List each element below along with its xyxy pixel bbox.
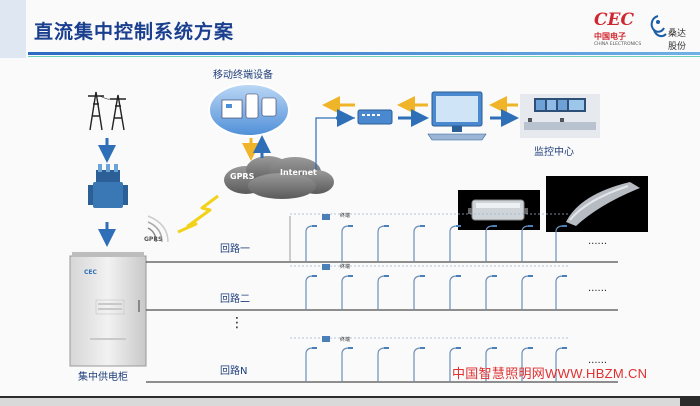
street-lamp-pole <box>377 347 386 382</box>
corner-accent <box>0 0 26 58</box>
mobile-terminal-icon <box>208 83 290 137</box>
street-lamp-head <box>492 275 497 277</box>
street-lamp-pole <box>305 225 314 262</box>
circuit-label-1: 回路一 <box>220 244 250 255</box>
circuit-label-n: 回路N <box>220 366 248 377</box>
street-lamp-head <box>528 347 533 349</box>
street-lamp-pole <box>449 275 458 310</box>
street-lamp-row <box>305 214 567 382</box>
terminal-device-icon <box>322 336 330 342</box>
page-title: 直流集中控制系统方案 <box>34 21 235 43</box>
power-tower-icon <box>88 91 126 131</box>
monitor-center-label: 监控中心 <box>534 147 574 158</box>
street-lamp-pole <box>377 275 386 310</box>
logo-brand-cn: 中国电子 <box>594 32 626 41</box>
street-lamp-head <box>348 347 353 349</box>
street-lamp-head <box>420 225 425 227</box>
power-cabinet: CEC <box>69 252 147 367</box>
gprs-cloud-label: GPRS <box>230 172 255 181</box>
street-lamp-pole <box>555 275 564 310</box>
terminal-device-icon <box>322 264 330 270</box>
street-lamp-head <box>384 347 389 349</box>
street-lamp-head <box>562 225 567 227</box>
row-dividers <box>290 213 570 339</box>
street-lamp-pole <box>377 225 386 262</box>
bottom-bar <box>0 396 700 406</box>
street-lamp-head <box>420 347 425 349</box>
street-lamp-head <box>456 275 461 277</box>
street-lamp-pole <box>341 347 350 382</box>
street-lamp-head <box>562 275 567 277</box>
cloud-icon <box>224 156 334 199</box>
street-lamp-pole <box>555 225 564 262</box>
network-link <box>315 117 355 170</box>
street-lamp-pole <box>449 225 458 262</box>
gprs-antenna-icon <box>147 215 169 243</box>
gprs-antenna-label: GPRS <box>144 236 163 243</box>
ellipsis-row-3: ...... <box>588 355 608 366</box>
street-lamp-head <box>312 225 317 227</box>
street-lamp-head <box>456 347 461 349</box>
internet-cloud-label: Internet <box>280 168 317 177</box>
circuit-buses <box>146 216 618 383</box>
site-watermark: 中国智慧照明网WWW.HBZM.CN <box>452 366 648 381</box>
controller-image <box>458 190 540 230</box>
street-lamp-head <box>312 275 317 277</box>
terminal-device-icon <box>322 214 330 220</box>
terminal-label-1: 终端 <box>340 213 351 219</box>
svg-text:CEC: CEC <box>84 269 98 276</box>
logo-company: 桑达股份 <box>668 29 687 52</box>
street-lamp-pole <box>521 225 530 262</box>
street-lamp-head <box>562 347 567 349</box>
street-lamp-pole <box>485 225 494 262</box>
street-lamp-pole <box>413 347 422 382</box>
vertical-ellipsis: ⋮ <box>230 315 244 331</box>
computer-icon <box>427 91 487 141</box>
logo-brand-en: CHINA ELECTRONICS <box>594 42 642 47</box>
street-lamp-head <box>528 225 533 227</box>
monitor-center-image <box>520 94 600 138</box>
transformer-icon <box>88 164 128 208</box>
circuit-label-2: 回路二 <box>220 294 250 305</box>
street-lamp-pole <box>413 275 422 310</box>
title-divider <box>28 52 700 55</box>
street-lamp-pole <box>341 225 350 262</box>
street-lamp-pole <box>521 347 530 382</box>
street-lamp-head <box>492 225 497 227</box>
street-lamp-head <box>384 275 389 277</box>
title-divider-secondary <box>28 56 700 57</box>
router-icon <box>357 109 393 125</box>
logo-symbol-icon <box>650 15 667 38</box>
street-lamp-head <box>348 275 353 277</box>
street-lamp-pole <box>485 347 494 382</box>
mobile-terminal-label: 移动终端设备 <box>213 70 273 81</box>
street-lamp-pole <box>341 275 350 310</box>
ellipsis-row-1: ...... <box>588 236 608 247</box>
cabinet-label: 集中供电柜 <box>78 372 128 383</box>
street-lamp-pole <box>413 225 422 262</box>
street-lamp-head <box>456 225 461 227</box>
street-lamp-head <box>528 275 533 277</box>
street-lamp-head <box>348 225 353 227</box>
street-lamp-pole <box>521 275 530 310</box>
street-lamp-pole <box>305 347 314 382</box>
logo-brand: CEC <box>594 10 635 30</box>
street-lamp-head <box>420 275 425 277</box>
street-lamp-pole <box>485 275 494 310</box>
cec-logo: CEC 中国电子 CHINA ELECTRONICS 桑达股份 <box>594 10 694 52</box>
ellipsis-row-2: ...... <box>588 283 608 294</box>
street-lamp-pole <box>305 275 314 310</box>
street-lamp-head-image <box>546 176 648 232</box>
street-lamp-head <box>384 225 389 227</box>
street-lamp-head <box>492 347 497 349</box>
wireless-bolt-icon <box>177 194 219 234</box>
terminal-label-2: 终端 <box>340 264 351 270</box>
street-lamp-pole <box>449 347 458 382</box>
street-lamp-pole <box>555 347 564 382</box>
terminal-label-3: 终端 <box>340 337 351 343</box>
street-lamp-head <box>312 347 317 349</box>
